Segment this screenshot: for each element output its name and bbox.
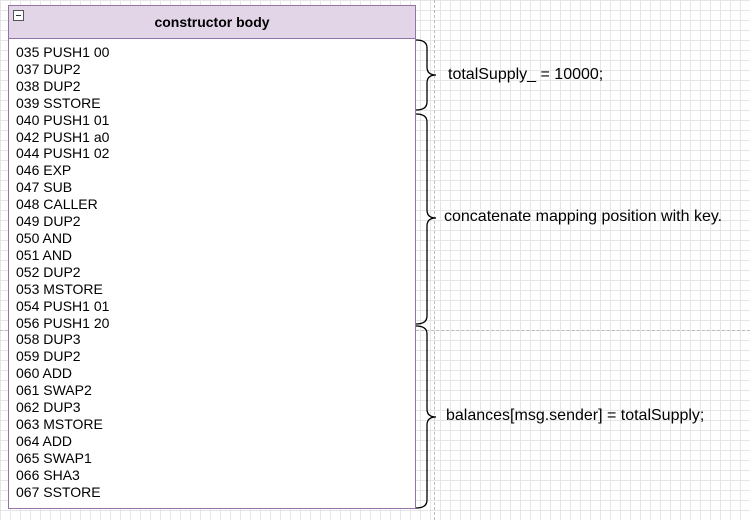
opcode-line: 040 PUSH1 01 [16, 111, 110, 128]
curly-brace-3[interactable] [415, 325, 437, 509]
opcode-line: 062 DUP3 [16, 399, 81, 416]
opcode-line: 048 CALLER [16, 196, 98, 213]
opcode-line: 059 DUP2 [16, 348, 81, 365]
collapse-icon[interactable] [13, 10, 24, 21]
opcode-line: 067 SSTORE [16, 483, 101, 500]
opcode-line: 047 SUB [16, 179, 73, 196]
opcode-line: 042 PUSH1 a0 [16, 128, 110, 145]
opcode-line: 052 DUP2 [16, 263, 81, 280]
annotation-mapping-position[interactable]: concatenate mapping position with key. [444, 208, 723, 225]
opcode-line: 051 AND [16, 246, 73, 263]
constructor-body-container[interactable]: constructor body 035 PUSH1 00 037 DUP2 0… [8, 5, 416, 509]
opcode-line: 056 PUSH1 20 [16, 314, 110, 331]
opcode-line: 037 DUP2 [16, 60, 81, 77]
guide-line-vertical [434, 0, 435, 520]
opcode-line: 064 ADD [16, 432, 73, 449]
annotation-total-supply[interactable]: totalSupply_ = 10000; [448, 66, 604, 83]
opcode-line: 053 MSTORE [16, 280, 103, 297]
opcode-line: 044 PUSH1 02 [16, 145, 110, 162]
opcode-line: 054 PUSH1 01 [16, 297, 110, 314]
container-header[interactable]: constructor body [9, 6, 415, 39]
opcode-line: 046 EXP [16, 162, 72, 179]
opcode-line: 058 DUP3 [16, 331, 81, 348]
curly-brace-2[interactable] [415, 113, 437, 325]
opcode-line: 065 SWAP1 [16, 449, 92, 466]
container-title: constructor body [154, 14, 270, 30]
opcode-line: 049 DUP2 [16, 213, 81, 230]
curly-brace-1[interactable] [415, 39, 437, 111]
opcode-line: 060 ADD [16, 365, 73, 382]
opcode-line: 039 SSTORE [16, 94, 101, 111]
annotation-balances[interactable]: balances[msg.sender] = totalSupply; [446, 407, 705, 424]
opcode-list: 035 PUSH1 00 037 DUP2 038 DUP2 039 SSTOR… [16, 44, 109, 500]
opcode-line: 050 AND [16, 229, 73, 246]
opcode-line: 035 PUSH1 00 [16, 44, 110, 60]
opcode-line: 061 SWAP2 [16, 382, 92, 399]
opcode-line: 038 DUP2 [16, 77, 81, 94]
opcode-line: 066 SHA3 [16, 466, 80, 483]
opcode-line: 063 MSTORE [16, 415, 103, 432]
